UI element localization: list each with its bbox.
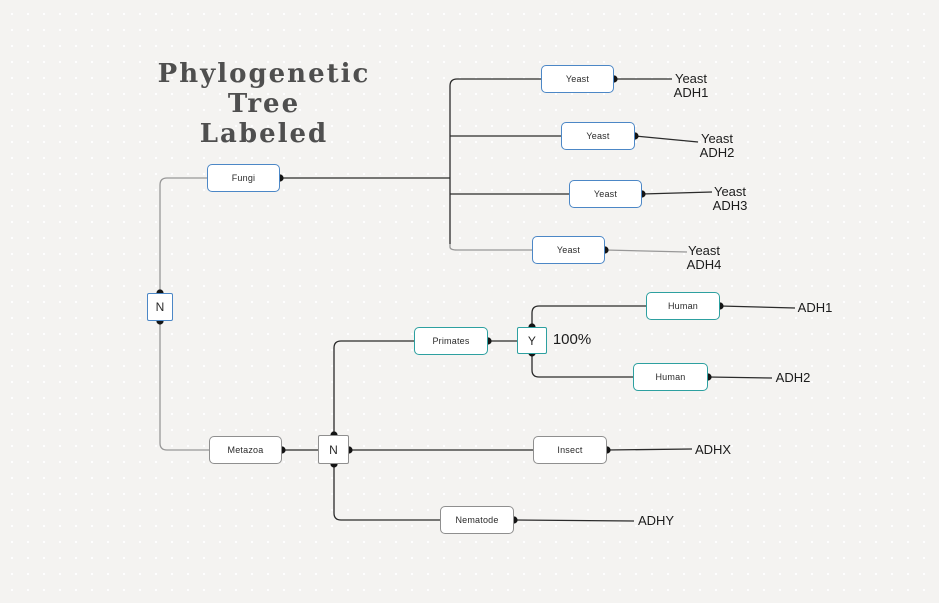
node-label: Metazoa <box>227 445 264 455</box>
node-n2[interactable]: N <box>318 435 349 464</box>
edge-fork-to-yeast4-h <box>449 244 532 251</box>
node-label: Yeast <box>593 189 618 199</box>
text-label-line: ADHX <box>694 441 732 457</box>
edge-y-to-human1 <box>531 305 646 327</box>
text-label-line: ADH1 <box>673 85 709 100</box>
text-label-adh2[interactable]: ADH2 <box>775 369 811 385</box>
title-line-3: Labeled <box>199 119 329 149</box>
node-yeast-2[interactable]: Yeast <box>561 122 635 150</box>
text-label-line: ADH4 <box>686 257 722 272</box>
text-label-line: ADH3 <box>712 198 748 213</box>
edge-nematode-to-adhy <box>513 519 635 522</box>
node-insect[interactable]: Insect <box>533 436 607 464</box>
diagram-title[interactable]: Phylogenetic Tree Labeled <box>158 59 371 149</box>
node-label: Fungi <box>231 173 256 183</box>
node-fungi[interactable]: Fungi <box>207 164 280 192</box>
node-y-node[interactable]: Y <box>517 327 547 354</box>
node-nematode[interactable]: Nematode <box>440 506 514 534</box>
text-label-line: ADHY <box>637 512 675 528</box>
edge-human2-to-adh2 <box>707 376 773 379</box>
node-label: Yeast <box>556 245 581 255</box>
text-label-line: Yeast <box>713 183 747 199</box>
edge-n2-to-primates <box>333 340 414 435</box>
edge-fork-to-yeast1 <box>449 78 541 178</box>
node-label: Nematode <box>455 515 499 525</box>
edge-y-to-human2 <box>531 353 633 378</box>
node-primates[interactable]: Primates <box>414 327 488 355</box>
node-label: N <box>329 442 338 457</box>
text-label-line: ADH1 <box>797 299 833 315</box>
node-label: Insect <box>557 445 583 455</box>
text-label-line: Yeast <box>700 130 734 146</box>
edge-human1-to-adh1 <box>719 305 796 309</box>
title-line-2: Tree <box>227 89 301 119</box>
text-label-line: ADH2 <box>699 145 735 160</box>
edge-yeast4-to-label <box>604 249 688 253</box>
edge-n2-to-nematode <box>333 464 440 521</box>
edge-rootn-to-metazoa <box>159 321 209 451</box>
text-label-line: 100% <box>552 330 592 348</box>
text-label-line: Yeast <box>674 70 708 86</box>
node-yeast-4[interactable]: Yeast <box>532 236 605 264</box>
text-label-line: ADH2 <box>775 369 811 385</box>
node-label: Yeast <box>565 74 590 84</box>
node-human-1[interactable]: Human <box>646 292 720 320</box>
text-label-bootstrap-100[interactable]: 100% <box>552 330 592 348</box>
edge-rootn-to-fungi <box>159 177 207 293</box>
node-yeast-3[interactable]: Yeast <box>569 180 642 208</box>
node-label: Y <box>527 333 537 348</box>
node-metazoa[interactable]: Metazoa <box>209 436 282 464</box>
node-yeast-1[interactable]: Yeast <box>541 65 614 93</box>
node-label: Yeast <box>586 131 610 141</box>
text-label-adhy[interactable]: ADHY <box>637 512 675 528</box>
text-label-line: Yeast <box>687 242 721 258</box>
edge-yeast2-to-label <box>634 135 699 143</box>
edge-insect-to-adhx <box>606 448 693 451</box>
title-line-1: Phylogenetic <box>157 59 371 89</box>
text-label-adh1[interactable]: ADH1 <box>797 299 833 315</box>
text-label-adhx[interactable]: ADHX <box>694 441 732 457</box>
edge-yeast3-to-label <box>641 191 713 195</box>
node-label: Human <box>667 301 698 311</box>
node-label: N <box>155 300 165 314</box>
node-root-n[interactable]: N <box>147 293 173 321</box>
node-human-2[interactable]: Human <box>633 363 708 391</box>
node-label: Human <box>655 372 686 382</box>
node-label: Primates <box>432 336 470 346</box>
